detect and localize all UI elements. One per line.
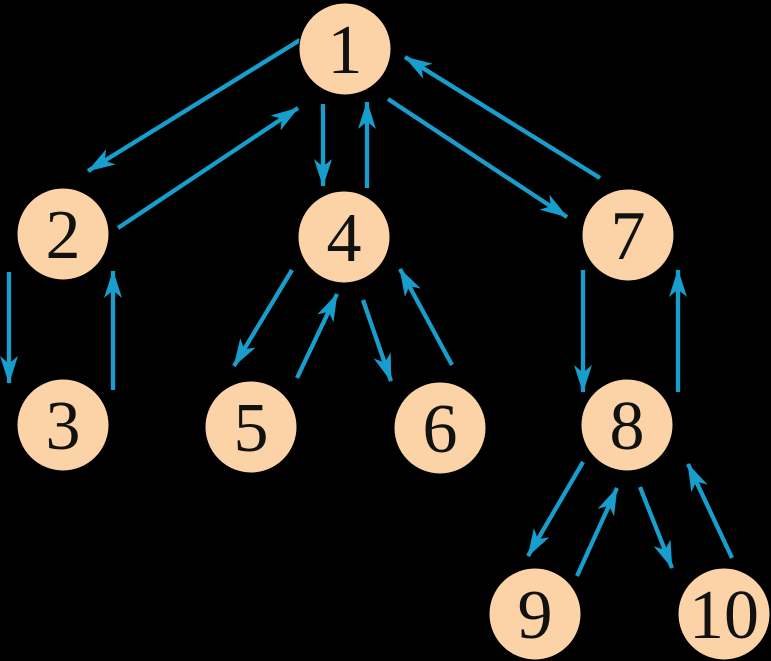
graph-node-6: 6	[393, 381, 487, 475]
graph-node-9: 9	[488, 567, 582, 661]
graph-node-8: 8	[580, 378, 674, 472]
node-label-9: 9	[518, 577, 553, 654]
node-circle-1	[298, 2, 392, 96]
graph-node-4: 4	[297, 190, 391, 284]
edge-arrow-8-to-9	[526, 460, 585, 558]
edge-arrow-8-to-10	[638, 486, 674, 569]
node-circle-10	[677, 567, 771, 661]
edge-arrow-2-to-1	[116, 106, 300, 230]
graph-node-1: 1	[298, 2, 392, 96]
node-circle-3	[16, 378, 110, 472]
graph-node-3: 3	[16, 378, 110, 472]
node-label-3: 3	[46, 388, 81, 465]
node-label-10: 10	[689, 577, 759, 654]
node-label-1: 1	[328, 12, 363, 89]
edge-arrow-5-to-4	[295, 293, 339, 379]
node-label-7: 7	[611, 198, 646, 275]
node-circle-9	[488, 567, 582, 661]
edge-arrow-4-to-6	[360, 299, 394, 382]
node-label-5: 5	[234, 390, 269, 467]
node-circle-4	[297, 190, 391, 284]
node-circle-5	[204, 380, 298, 474]
node-circle-8	[580, 378, 674, 472]
node-circle-6	[393, 381, 487, 475]
edge-arrow-1-to-2	[86, 38, 302, 173]
edge-arrow-4-to-5	[232, 268, 294, 368]
edge-arrow-7-to-1	[403, 55, 602, 180]
graph-node-7: 7	[581, 188, 675, 282]
node-label-8: 8	[610, 388, 645, 465]
edge-arrow-9-to-8	[575, 487, 619, 577]
node-label-4: 4	[327, 200, 362, 277]
graph-node-2: 2	[16, 187, 110, 281]
node-label-2: 2	[46, 197, 81, 274]
graph-node-5: 5	[204, 380, 298, 474]
graph-node-10: 10	[677, 567, 771, 661]
edge-arrow-6-to-4	[398, 267, 454, 367]
edge-arrow-1-to-7	[386, 97, 569, 219]
edge-arrow-10-to-8	[686, 463, 734, 559]
node-circle-2	[16, 187, 110, 281]
node-circle-7	[581, 188, 675, 282]
node-label-6: 6	[423, 391, 458, 468]
